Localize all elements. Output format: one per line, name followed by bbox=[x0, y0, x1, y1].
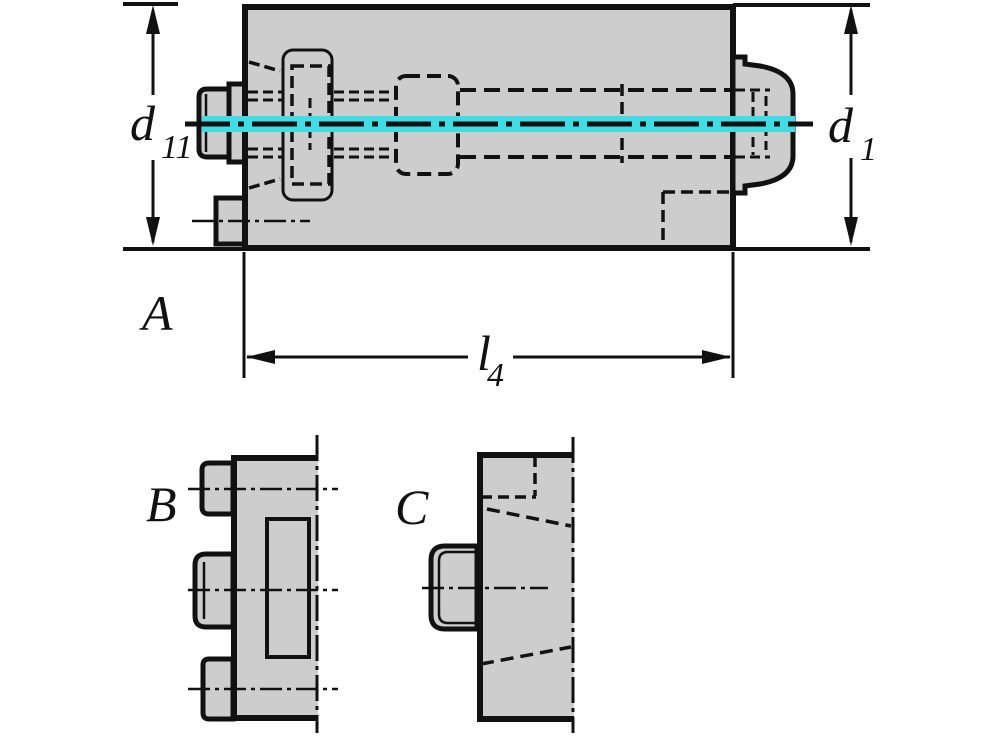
arrowhead-up bbox=[146, 5, 160, 34]
view-label-a: A bbox=[139, 285, 173, 341]
view-label-c: C bbox=[395, 479, 429, 535]
view-c-end: C bbox=[395, 437, 575, 733]
dimension-l4: l 4 bbox=[242, 252, 735, 394]
arrowhead-down bbox=[146, 217, 160, 246]
dimension-d11: d 11 bbox=[123, 2, 244, 251]
view-a-main: A bbox=[139, 4, 813, 341]
dimension-d1: d 1 bbox=[733, 3, 877, 251]
dim-label-d11: d bbox=[130, 95, 156, 151]
arrowhead-up bbox=[844, 5, 858, 34]
dim-label-d1-sub: 1 bbox=[860, 131, 877, 168]
stud-side bbox=[428, 543, 480, 632]
hidden-chamfer-top bbox=[248, 60, 281, 73]
dim-label-l4: l bbox=[477, 325, 491, 381]
view-b-end: B bbox=[146, 435, 338, 733]
dim-label-d1: d bbox=[828, 97, 854, 153]
hidden-chamfer-bottom bbox=[248, 177, 281, 190]
arrowhead-left bbox=[246, 350, 275, 364]
arrowhead-down bbox=[844, 217, 858, 246]
arrowhead-right bbox=[702, 350, 731, 364]
dim-label-l4-sub: 4 bbox=[487, 357, 504, 394]
hidden-lines-group bbox=[480, 456, 572, 666]
hidden-taper-bottom bbox=[480, 645, 572, 666]
view-label-b: B bbox=[146, 476, 177, 532]
drive-slot-outline bbox=[265, 517, 311, 659]
hidden-taper-top bbox=[486, 507, 572, 528]
dim-label-d11-sub: 11 bbox=[161, 129, 192, 166]
centerline-highlight bbox=[202, 116, 795, 132]
